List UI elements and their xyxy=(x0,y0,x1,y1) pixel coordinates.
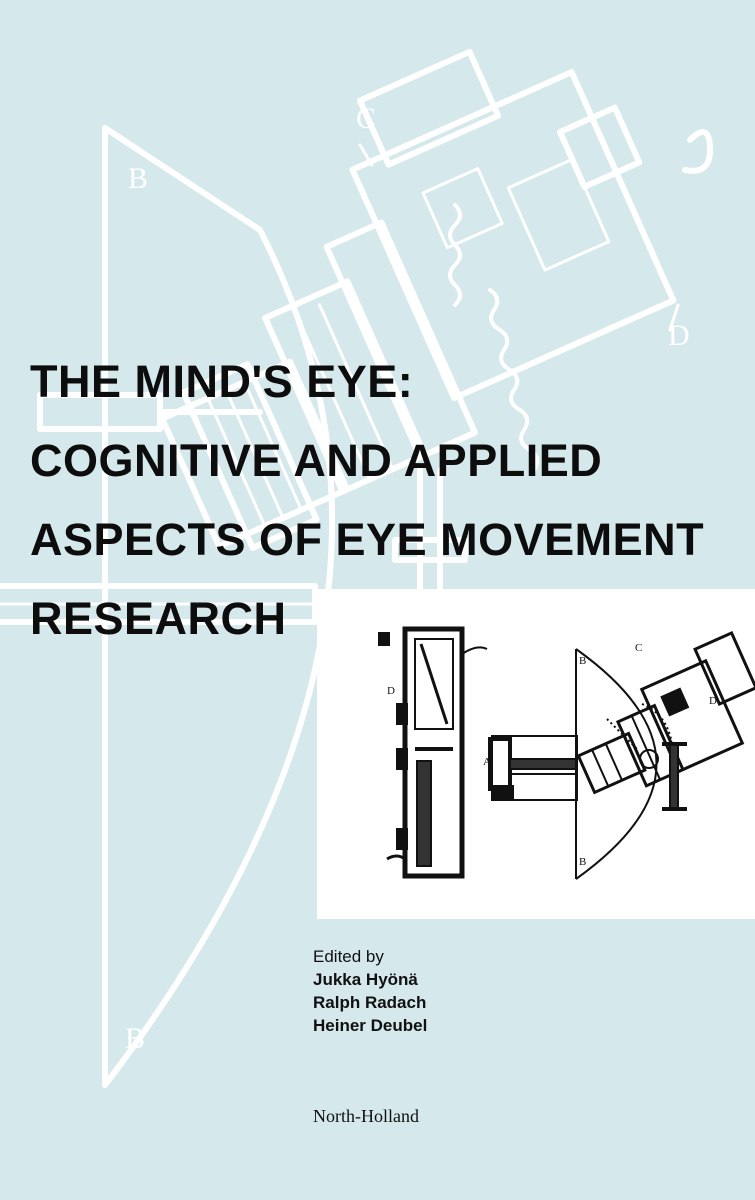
inset-illustration-panel: D A B C D B xyxy=(317,589,755,919)
editor-name-1: Jukka Hyönä xyxy=(313,970,418,989)
inset-label-b-top: B xyxy=(579,655,586,667)
bg-label-d: D xyxy=(668,319,690,352)
bg-label-b-top: B xyxy=(128,162,148,195)
inset-label-b-bottom: B xyxy=(579,856,586,868)
editor-name-2: Ralph Radach xyxy=(313,993,427,1012)
inset-label-d-right: D xyxy=(709,695,717,707)
inset-apparatus-drawing: D A B C D B xyxy=(378,626,755,880)
publisher-name: North-Holland xyxy=(313,1106,419,1126)
title-line-3: ASPECTS OF EYE MOVEMENT xyxy=(30,514,705,565)
inset-label-a: A xyxy=(483,756,491,768)
edited-by-label: Edited by xyxy=(313,947,384,966)
bg-label-c: C xyxy=(356,102,376,135)
inset-label-d-left: D xyxy=(387,685,395,697)
title-line-2: COGNITIVE AND APPLIED xyxy=(30,435,603,486)
bg-label-b-bottom: B xyxy=(125,1022,145,1055)
title-line-1: THE MIND'S EYE: xyxy=(30,356,414,407)
inset-label-c: C xyxy=(635,642,642,654)
book-title: THE MIND'S EYE: COGNITIVE AND APPLIED AS… xyxy=(30,342,750,658)
editor-credits: Edited by Jukka Hyönä Ralph Radach Heine… xyxy=(313,945,427,1037)
title-line-4: RESEARCH xyxy=(30,593,287,644)
editor-name-3: Heiner Deubel xyxy=(313,1016,428,1035)
